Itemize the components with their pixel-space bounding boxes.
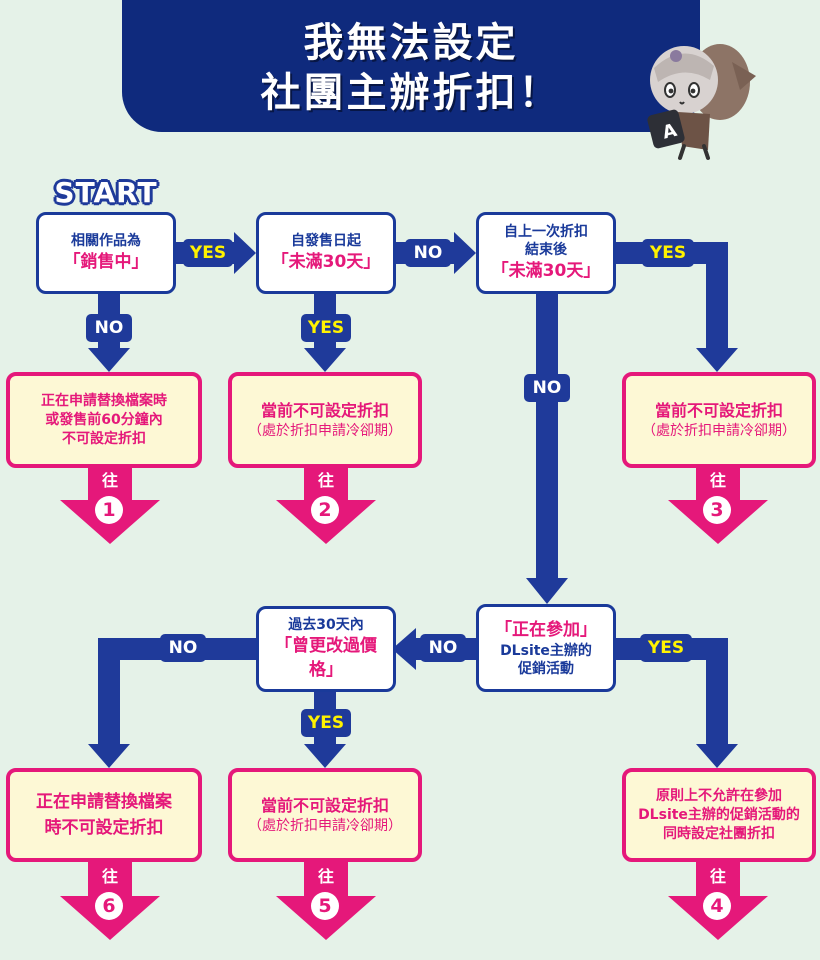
connector-d4-r4-v — [706, 638, 728, 746]
result-6: 正在申請替換檔案 時不可設定折扣 — [6, 768, 202, 862]
arrow-head-r6 — [88, 744, 130, 768]
decision-price-changed-in-30-days: 過去30天內 「曾更改過價格」 — [256, 606, 396, 692]
start-label: START — [54, 175, 158, 209]
connector-d5-r6-v — [98, 638, 120, 746]
decision-text: 自發售日起 — [291, 233, 361, 249]
edge-label-d1-yes: YES — [183, 239, 233, 267]
decision-highlight: 「未滿30天」 — [271, 252, 381, 272]
arrow-head-r3 — [696, 348, 738, 372]
decision-text: 自上一次折扣 — [504, 224, 588, 240]
result-text: 當前不可設定折扣 — [260, 400, 389, 420]
connector-d3-d4 — [536, 294, 558, 580]
edge-label-d4-yes: YES — [640, 634, 692, 662]
title-banner: 我無法設定 社團主辦折扣！ — [122, 0, 700, 132]
result-subtext: （處於折扣申請冷卻期） — [248, 817, 402, 834]
result-text: 或發售前60分鐘內 — [45, 411, 163, 428]
result-text: 正在申請替換檔案 — [36, 792, 172, 812]
edge-label-d5-no: NO — [160, 634, 206, 662]
edge-label-d3-no: NO — [524, 374, 570, 402]
decision-joining-dlsite-campaign: 「正在參加」 DLsite主辦的 促銷活動 — [476, 604, 616, 692]
result-text: 同時設定社團折扣 — [663, 825, 775, 842]
decision-highlight: 「未滿30天」 — [491, 261, 601, 281]
result-text: DLsite主辦的促銷活動的 — [638, 806, 800, 823]
title-line-1: 我無法設定 — [303, 20, 519, 66]
decision-highlight: 「正在參加」 — [495, 620, 597, 640]
goto-arrow-3: 往 3 — [668, 466, 768, 546]
arrow-head-r4 — [696, 744, 738, 768]
goto-arrow-6: 往 6 — [60, 862, 160, 942]
arrow-head-r2 — [304, 348, 346, 372]
result-text: 時不可設定折扣 — [44, 818, 164, 838]
connector-d3-r3-v — [706, 242, 728, 352]
result-5: 當前不可設定折扣 （處於折扣申請冷卻期） — [228, 768, 422, 862]
arrow-head-d5 — [392, 628, 416, 670]
mascot-sign-letter: A — [660, 120, 679, 144]
arrow-head-d2 — [234, 232, 256, 274]
result-subtext: （處於折扣申請冷卻期） — [248, 422, 402, 439]
mascot-girl-icon: A — [647, 44, 756, 160]
decision-text: 過去30天內 — [288, 617, 364, 633]
result-text: 當前不可設定折扣 — [654, 400, 783, 420]
decision-within-30-days-of-release: 自發售日起 「未滿30天」 — [256, 212, 396, 294]
goto-number: 5 — [311, 892, 339, 920]
goto-arrow-2: 往 2 — [276, 466, 376, 546]
goto-arrow-1: 往 1 — [60, 466, 160, 546]
goto-number: 6 — [95, 892, 123, 920]
result-text: 原則上不允許在參加 — [656, 787, 782, 804]
result-3: 當前不可設定折扣 （處於折扣申請冷卻期） — [622, 372, 816, 468]
decision-highlight: 「銷售中」 — [63, 252, 149, 272]
result-text: 正在申請替換檔案時 — [41, 392, 167, 409]
decision-highlight: 「曾更改過價格」 — [275, 636, 377, 680]
edge-label-d4-no: NO — [420, 634, 466, 662]
result-subtext: （處於折扣申請冷卻期） — [642, 422, 796, 439]
edge-label-d1-no: NO — [86, 314, 132, 342]
decision-text: 促銷活動 — [518, 661, 574, 677]
goto-arrow-4: 往 4 — [668, 862, 768, 942]
goto-label: 往 — [101, 471, 118, 490]
result-text: 不可設定折扣 — [62, 430, 146, 447]
result-4: 原則上不允許在參加 DLsite主辦的促銷活動的 同時設定社團折扣 — [622, 768, 816, 862]
decision-text: DLsite主辦的 — [500, 643, 592, 659]
decision-text: 結束後 — [525, 242, 567, 258]
edge-label-d2-yes: YES — [301, 314, 351, 342]
goto-label: 往 — [709, 471, 726, 490]
goto-label: 往 — [709, 867, 726, 886]
arrow-head-d4 — [526, 578, 568, 604]
decision-text: 相關作品為 — [71, 233, 141, 249]
title-line-2: 社團主辦折扣！ — [260, 70, 562, 116]
goto-number: 4 — [703, 892, 731, 920]
result-text: 當前不可設定折扣 — [260, 795, 389, 815]
decision-product-on-sale: 相關作品為 「銷售中」 — [36, 212, 176, 294]
goto-arrow-5: 往 5 — [276, 862, 376, 942]
edge-label-d3-yes: YES — [642, 239, 694, 267]
edge-label-d5-yes: YES — [301, 709, 351, 737]
goto-label: 往 — [317, 867, 334, 886]
goto-number: 3 — [703, 496, 731, 524]
arrow-head-d3 — [454, 232, 476, 274]
goto-label: 往 — [317, 471, 334, 490]
goto-number: 1 — [95, 496, 123, 524]
result-1: 正在申請替換檔案時 或發售前60分鐘內 不可設定折扣 — [6, 372, 202, 468]
arrow-head-r5 — [304, 744, 346, 768]
goto-number: 2 — [311, 496, 339, 524]
edge-label-d2-no: NO — [405, 239, 451, 267]
goto-label: 往 — [101, 867, 118, 886]
arrow-head-r1 — [88, 348, 130, 372]
decision-within-30-days-of-last-discount: 自上一次折扣 結束後 「未滿30天」 — [476, 212, 616, 294]
result-2: 當前不可設定折扣 （處於折扣申請冷卻期） — [228, 372, 422, 468]
